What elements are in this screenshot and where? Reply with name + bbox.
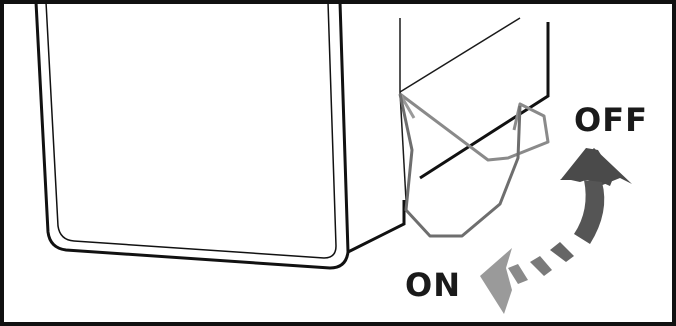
cabinet-lower-edge bbox=[347, 200, 406, 254]
off-label: OFF bbox=[574, 101, 648, 139]
door-panel-inner bbox=[45, 1, 337, 259]
curved-double-arrow-icon bbox=[480, 148, 632, 314]
cabinet-right-edge bbox=[419, 22, 550, 180]
arrow-body-upper bbox=[574, 180, 605, 244]
cabinet-top-edge bbox=[399, 17, 521, 93]
arrow-body-seg3 bbox=[508, 264, 528, 284]
cabinet-front-edge bbox=[399, 91, 407, 201]
arrow-body-seg1 bbox=[550, 242, 574, 262]
door-panel-outline bbox=[34, 1, 350, 270]
arrow-body-seg2 bbox=[530, 256, 552, 276]
arrow-head-off-tip bbox=[560, 148, 632, 186]
lever-on-position bbox=[398, 93, 522, 238]
arrow-head-on bbox=[480, 248, 512, 314]
lever-off-position bbox=[399, 92, 550, 162]
on-label: ON bbox=[405, 266, 461, 304]
